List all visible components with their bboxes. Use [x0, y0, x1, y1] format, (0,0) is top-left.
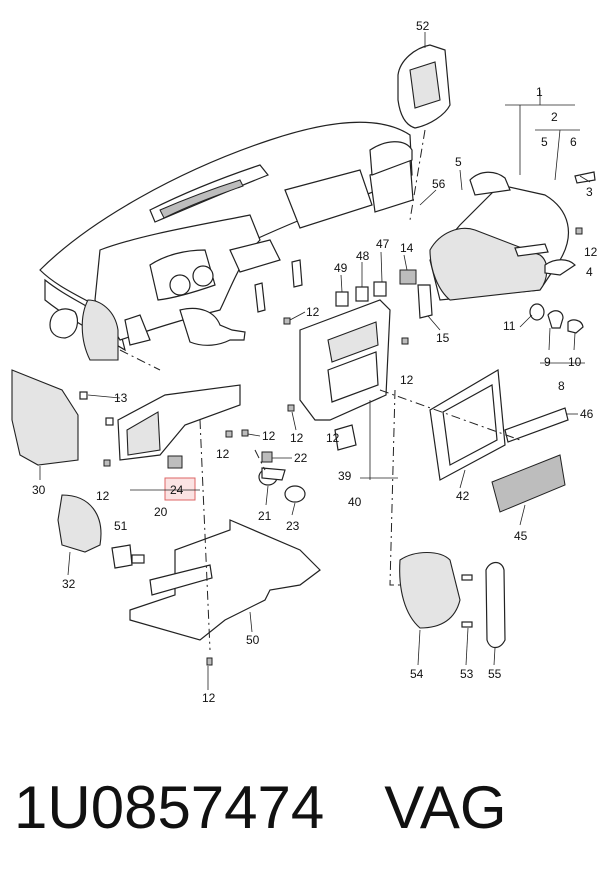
callout-11: 11: [503, 319, 516, 333]
callout-13: 13: [114, 391, 128, 405]
part-24-box: [164, 455, 196, 501]
leader-lines: [119, 90, 585, 651]
part-51-clip: [111, 544, 145, 569]
callout-9: 9: [544, 355, 551, 369]
callout-5-right: 5: [541, 135, 548, 149]
panel-42: [429, 369, 506, 481]
lock-parts-9-10-11: [529, 303, 584, 334]
part-number: 1U0857474: [14, 774, 325, 841]
part-46-strip: [504, 407, 569, 443]
center-console: [299, 281, 391, 451]
callout-20: 20: [154, 505, 168, 519]
callout-48: 48: [356, 249, 370, 263]
callout-56: 56: [432, 177, 446, 191]
callout-42: 42: [456, 489, 470, 503]
callout-12-bottom: 12: [202, 691, 216, 705]
part-52-cover: [397, 44, 451, 129]
callout-4: 4: [586, 265, 593, 279]
callout-52: 52: [416, 19, 430, 33]
callout-12-center: 12: [306, 305, 320, 319]
callout-14: 14: [400, 241, 414, 255]
part-20-trim: [117, 384, 241, 461]
callout-54: 54: [410, 667, 424, 681]
callout-leaders: [39, 32, 591, 690]
part-54-cover: [399, 551, 461, 629]
callout-12-mid-b: 12: [290, 431, 304, 445]
callout-12-left: 12: [96, 489, 110, 503]
callout-12-top-right: 12: [584, 245, 598, 259]
callout-5: 5: [455, 155, 462, 169]
part-45-grille: [491, 454, 566, 513]
callout-15: 15: [436, 331, 450, 345]
callout-12-console: 12: [400, 373, 414, 387]
screws-12: [103, 227, 583, 666]
callout-51: 51: [114, 519, 128, 533]
part-30-panel: [11, 369, 79, 466]
part-53-screws: [461, 574, 473, 628]
callout-12-mid-c: 12: [216, 447, 230, 461]
callout-12-mid-a: 12: [262, 429, 276, 443]
callout-49: 49: [334, 261, 348, 275]
part-13-clip: [79, 391, 114, 426]
callout-10: 10: [568, 355, 582, 369]
callout-50: 50: [246, 633, 260, 647]
callout-22: 22: [294, 451, 308, 465]
callout-21: 21: [258, 509, 272, 523]
part-32-panel: [57, 494, 102, 553]
callout-3: 3: [586, 185, 593, 199]
glovebox-assembly: [429, 171, 596, 301]
callout-40: 40: [348, 495, 362, 509]
callout-32: 32: [62, 577, 76, 591]
callout-2: 2: [551, 110, 558, 124]
callout-12-low: 12: [326, 431, 340, 445]
parts-21-23-22: [258, 451, 306, 503]
callout-30: 30: [32, 483, 46, 497]
callout-24: 24: [170, 483, 184, 497]
callout-39: 39: [338, 469, 352, 483]
callout-23: 23: [286, 519, 300, 533]
callout-47: 47: [376, 237, 390, 251]
callout-55: 55: [488, 667, 502, 681]
callout-53: 53: [460, 667, 474, 681]
part-55-housing: [485, 561, 506, 649]
callout-labels: 52 1 2 5 6 5 3 56 4 12 47 49 48 14 12 15…: [32, 19, 598, 705]
brand-name: VAG: [384, 774, 507, 841]
callout-1: 1: [536, 85, 543, 99]
exploded-parts-diagram: 52 1 2 5 6 5 3 56 4 12 47 49 48 14 12 15…: [11, 19, 598, 705]
callout-6: 6: [570, 135, 577, 149]
callout-8: 8: [558, 379, 565, 393]
part-50-bracket: [129, 519, 321, 641]
part-number-footer: 1U0857474 VAG: [14, 768, 594, 848]
clips-14-15: [399, 269, 433, 319]
dashboard-panel: [39, 121, 414, 361]
callout-45: 45: [514, 529, 528, 543]
callout-46: 46: [580, 407, 594, 421]
